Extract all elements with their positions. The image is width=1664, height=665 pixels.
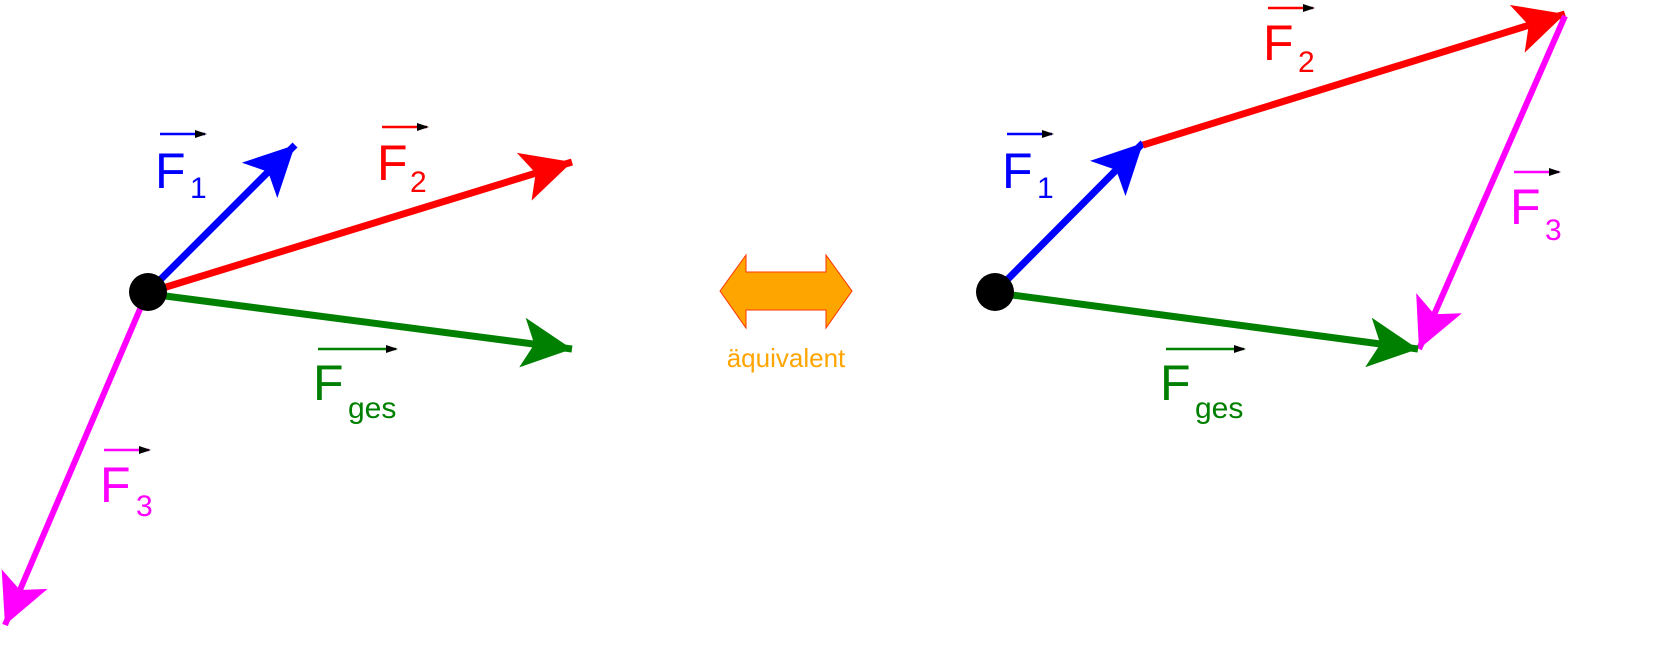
label-symbol: F <box>1263 15 1294 71</box>
label-index: 3 <box>1545 214 1562 247</box>
label-f2: F 2 <box>1263 4 1315 79</box>
label-f3: F 3 <box>1510 168 1562 247</box>
label-symbol: F <box>377 135 408 191</box>
f1-vector-arrow <box>994 140 1146 293</box>
application-point <box>129 273 167 311</box>
label-symbol: F <box>155 143 186 199</box>
label-index: ges <box>1195 392 1243 425</box>
label-f1: F 1 <box>155 130 207 205</box>
label-f2: F 2 <box>377 123 429 199</box>
label-f3: F 3 <box>100 446 153 523</box>
equivalence-indicator: äquivalent <box>719 253 853 373</box>
label-symbol: F <box>1160 355 1191 411</box>
label-symbol: F <box>1002 143 1033 199</box>
label-symbol: F <box>1510 179 1541 235</box>
equivalence-label: äquivalent <box>727 343 846 373</box>
label-f1: F 1 <box>1002 130 1054 205</box>
double-arrow-icon <box>719 253 853 330</box>
label-symbol: F <box>313 355 344 411</box>
label-index: 2 <box>410 166 427 199</box>
right-force-polygon: F 1 F 2 F 3 F ges <box>976 4 1568 425</box>
left-force-system: F 1 F 2 F 3 F ges <box>1 123 574 627</box>
label-symbol: F <box>100 457 131 513</box>
label-index: 1 <box>190 172 207 205</box>
label-fges: F ges <box>313 345 398 425</box>
f3-vector-arrow <box>1 293 149 627</box>
fges-vector-arrow <box>996 289 1419 368</box>
f2-vector-arrow <box>1141 4 1567 149</box>
f2-vector-arrow <box>148 152 574 296</box>
label-index: 3 <box>136 490 153 523</box>
f1-vector-arrow <box>147 142 298 293</box>
label-index: 2 <box>1298 46 1315 79</box>
application-point <box>976 273 1014 311</box>
fges-vector-arrow <box>149 290 573 368</box>
f3-vector-arrow <box>1416 14 1568 351</box>
label-index: 1 <box>1037 172 1054 205</box>
label-fges: F ges <box>1160 345 1246 425</box>
label-index: ges <box>348 392 396 425</box>
